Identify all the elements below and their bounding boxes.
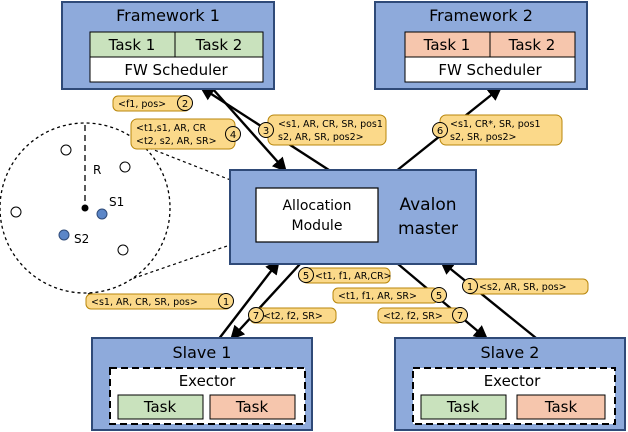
message-6-number: 6 bbox=[437, 126, 443, 137]
message-6: <s1, CR*, SR, pos1 s2, SR, pos2> 6 bbox=[432, 114, 563, 146]
message-5-right-text: <t1, f1, AR, SR> bbox=[338, 291, 417, 302]
message-6-line2: s2, SR, pos2> bbox=[450, 132, 517, 143]
framework-2-title: Framework 2 bbox=[429, 6, 533, 25]
arrow-master-to-slave1 bbox=[230, 263, 301, 341]
slave-1: Slave 1 Exector Task Task bbox=[91, 337, 313, 431]
message-3-number: 3 bbox=[263, 126, 269, 137]
slave-point-s1 bbox=[96, 208, 108, 220]
slave-2-title: Slave 2 bbox=[481, 343, 540, 362]
node-point bbox=[10, 206, 22, 218]
avalon-master: Allocation Module Avalon master bbox=[229, 169, 477, 265]
message-7-right-text: <t2, f2, SR> bbox=[383, 311, 443, 322]
message-4-number: 4 bbox=[230, 130, 236, 141]
message-2-number: 2 bbox=[182, 99, 188, 110]
message-3-line2: s2, AR, SR, pos2> bbox=[278, 132, 364, 143]
message-7-right-number: 7 bbox=[457, 311, 463, 322]
node-point bbox=[119, 161, 131, 173]
slave-2-task-green: Task bbox=[446, 398, 480, 416]
node-point bbox=[60, 144, 72, 156]
message-3-line1: <s1, AR, CR, SR, pos1 bbox=[278, 119, 383, 130]
arrow-slave2-to-master bbox=[439, 260, 537, 339]
arrow-slave1-to-master bbox=[217, 259, 280, 341]
message-5-right: <t1, f1, AR, SR> 5 bbox=[332, 287, 447, 304]
framework-2: Framework 2 Task 1 Task 2 FW Scheduler bbox=[374, 1, 588, 90]
message-1-right-text: <s2, AR, SR, pos> bbox=[479, 282, 567, 293]
s1-label: S1 bbox=[109, 195, 124, 209]
message-6-line1: <s1, CR*, SR, pos1 bbox=[450, 119, 541, 130]
framework-1-title: Framework 1 bbox=[116, 6, 220, 25]
message-1-left: <s1, AR, CR, SR, pos> 1 bbox=[85, 293, 234, 310]
slave-2-executor: Exector bbox=[484, 372, 541, 390]
message-7-left-number: 7 bbox=[253, 311, 259, 322]
message-7-right: <t2, f2, SR> 7 bbox=[377, 307, 468, 324]
message-1-left-number: 1 bbox=[223, 297, 229, 308]
slave-1-task-salmon: Task bbox=[235, 398, 269, 416]
message-2-text: <f1, pos> bbox=[118, 99, 166, 110]
framework-1: Framework 1 Task 1 Task 2 FW Scheduler bbox=[61, 1, 275, 90]
allocation-module-line2: Module bbox=[292, 218, 343, 234]
message-7-left: <t2, f2, SR> 7 bbox=[248, 307, 337, 324]
message-2: <f1, pos> 2 bbox=[112, 95, 193, 112]
message-5-left-text: <t1, f1, AR,CR> bbox=[315, 271, 392, 282]
framework-1-task-2: Task 2 bbox=[195, 36, 243, 54]
framework-2-scheduler: FW Scheduler bbox=[438, 61, 542, 79]
message-4-line1: <t1,s1, AR, CR bbox=[136, 123, 207, 134]
center-point bbox=[81, 204, 89, 212]
message-1-right-number: 1 bbox=[467, 282, 473, 293]
slave-2: Slave 2 Exector Task Task bbox=[394, 337, 626, 431]
radius-label: R bbox=[93, 163, 101, 177]
message-7-left-text: <t2, f2, SR> bbox=[263, 311, 323, 322]
slave-point-s2 bbox=[58, 229, 70, 241]
master-title-line2: master bbox=[398, 219, 458, 239]
message-5-left: <t1, f1, AR,CR> 5 bbox=[298, 267, 392, 284]
zoom-circle: R S1 S2 bbox=[0, 122, 171, 294]
slave-1-task-green: Task bbox=[143, 398, 177, 416]
allocation-module-line1: Allocation bbox=[282, 198, 351, 214]
arrow-fw1-to-master bbox=[211, 87, 287, 173]
s2-label: S2 bbox=[74, 232, 89, 246]
framework-1-task-1: Task 1 bbox=[108, 36, 156, 54]
message-5-left-number: 5 bbox=[303, 271, 309, 282]
message-4: <t1,s1, AR, CR <t2, s2, AR, SR> 4 bbox=[130, 118, 241, 150]
slave-1-executor: Exector bbox=[179, 372, 236, 390]
slave-1-title: Slave 1 bbox=[173, 343, 232, 362]
framework-2-task-2: Task 2 bbox=[508, 36, 556, 54]
framework-1-scheduler: FW Scheduler bbox=[124, 61, 228, 79]
message-4-line2: <t2, s2, AR, SR> bbox=[136, 136, 217, 147]
slave-2-task-salmon: Task bbox=[544, 398, 578, 416]
master-title-line1: Avalon bbox=[399, 195, 456, 215]
message-1-left-text: <s1, AR, CR, SR, pos> bbox=[91, 297, 198, 308]
message-5-right-number: 5 bbox=[436, 291, 442, 302]
message-1-right: <s2, AR, SR, pos> 1 bbox=[462, 278, 589, 295]
framework-2-task-1: Task 1 bbox=[423, 36, 471, 54]
message-3: <s1, AR, CR, SR, pos1 s2, AR, SR, pos2> … bbox=[258, 114, 387, 146]
node-point bbox=[117, 244, 129, 256]
